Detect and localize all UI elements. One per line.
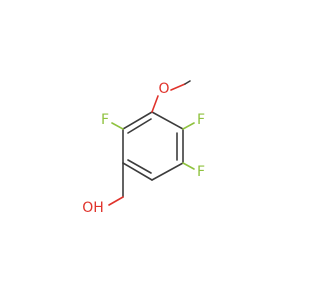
hydroxyl-label: OH [82,200,104,216]
ring-bond-c6-c1 [122,111,153,130]
bond-c1-o [151,95,159,113]
ring-bond-c3-c4 [151,162,184,181]
bond-ch2-oh [108,196,124,206]
molecule-structure: O F F F OH [82,80,205,216]
fluorine-bottom-right-label: F [197,164,205,180]
ring-bond-c1-c2 [151,111,184,130]
benzene-ring [122,111,184,181]
ring-bond-c4-c5 [122,162,153,181]
ring-bond-c4-c5-inner [127,159,152,174]
fluorine-top-left-label: F [101,112,109,128]
bond-c2-f [182,122,195,130]
bond-o-ch3-carbon [184,80,191,85]
ring-bond-c6-c1-inner [127,118,152,134]
fluorine-top-right-label: F [197,112,205,128]
bond-c3-f [182,162,195,170]
methoxy-oxygen-label: O [158,81,169,97]
bond-c6-f [111,122,124,130]
bond-o-ch3 [170,83,186,91]
